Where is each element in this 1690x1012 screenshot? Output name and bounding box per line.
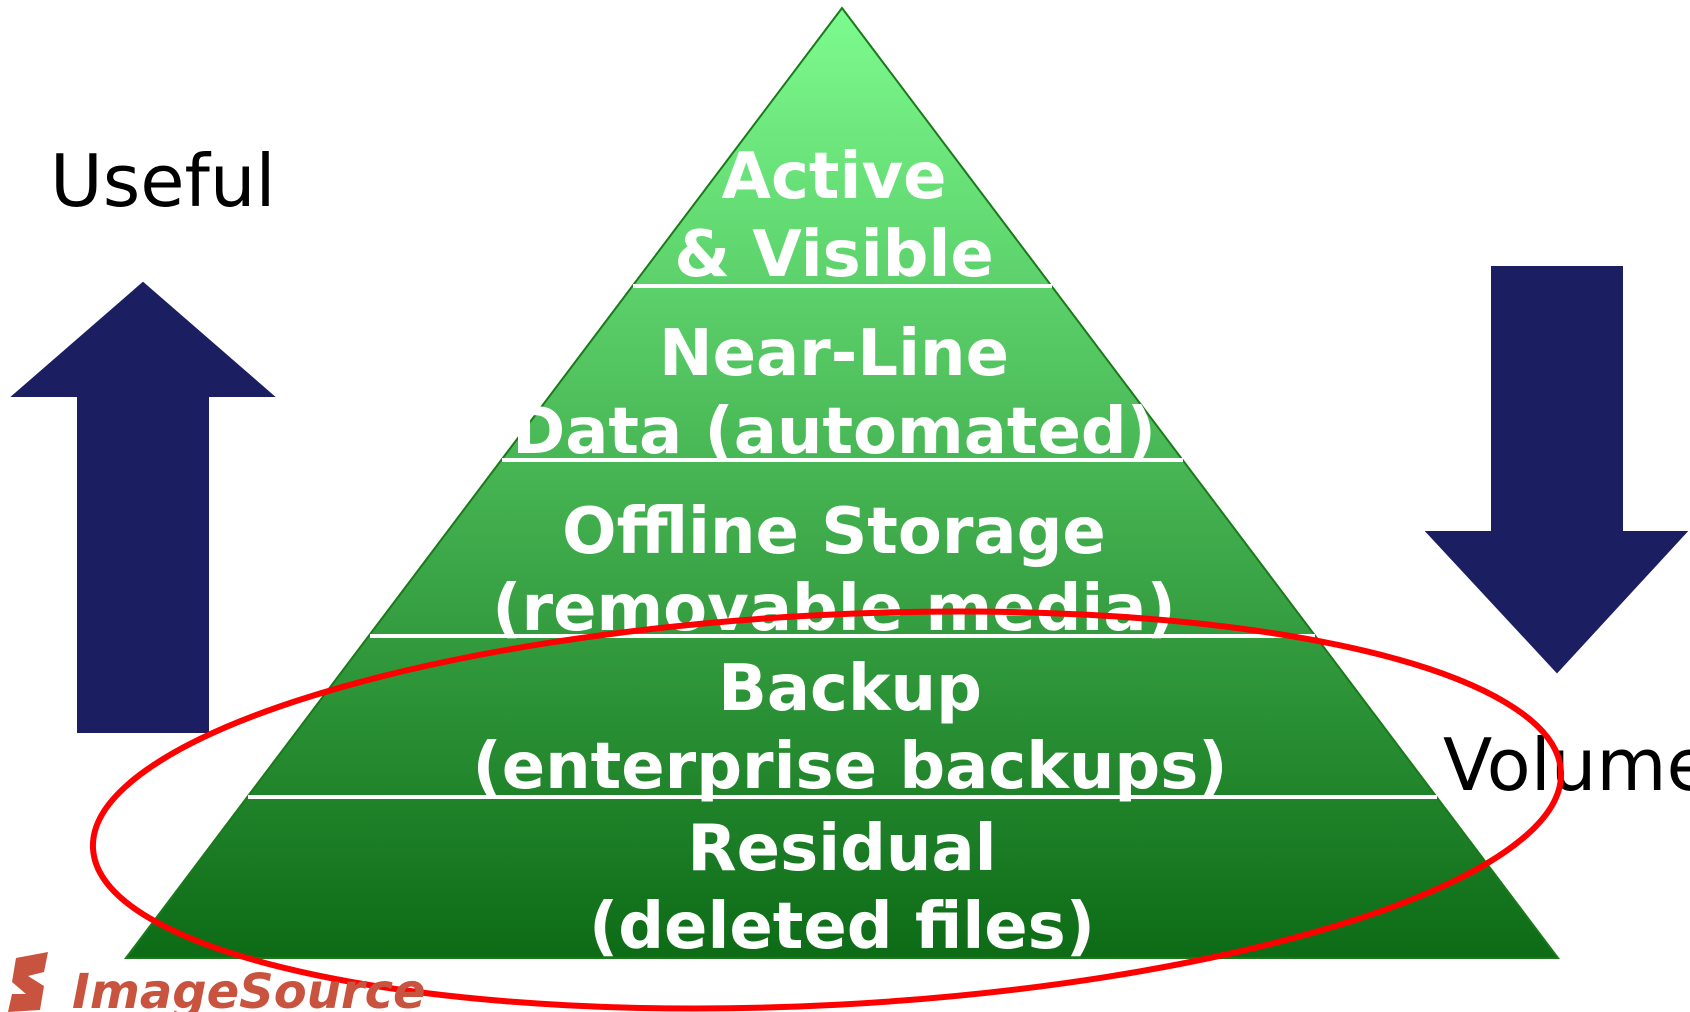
layer-title: Offline Storage [562,495,1106,569]
layer-backup: Backup (enterprise backups) [472,652,1227,804]
logo-s-icon [8,952,48,1012]
layer-near-line: Near-Line Data (automated) [512,317,1156,469]
layer-title: Near-Line [659,317,1009,391]
layer-title: Backup [718,652,982,726]
layer-subtitle: (deleted files) [589,890,1095,964]
layer-residual: Residual (deleted files) [589,812,1095,964]
layer-title: Active [721,140,946,214]
layer-subtitle: Data (automated) [512,395,1156,469]
layer-subtitle: (enterprise backups) [472,730,1227,804]
useful-label: Useful [50,139,276,223]
imagesource-logo: ImageSource [8,952,426,1012]
down-arrow-icon [1424,266,1689,674]
pyramid [123,6,1561,959]
layer-subtitle: & Visible [674,218,994,292]
volume-label: Volume [1443,723,1690,807]
logo-text: ImageSource [72,964,426,1012]
up-arrow-icon [10,281,276,733]
highlight-ellipse [89,608,1565,1012]
layer-active: Active & Visible [674,140,994,292]
layer-dividers [248,284,1437,799]
layer-title: Residual [687,812,996,886]
